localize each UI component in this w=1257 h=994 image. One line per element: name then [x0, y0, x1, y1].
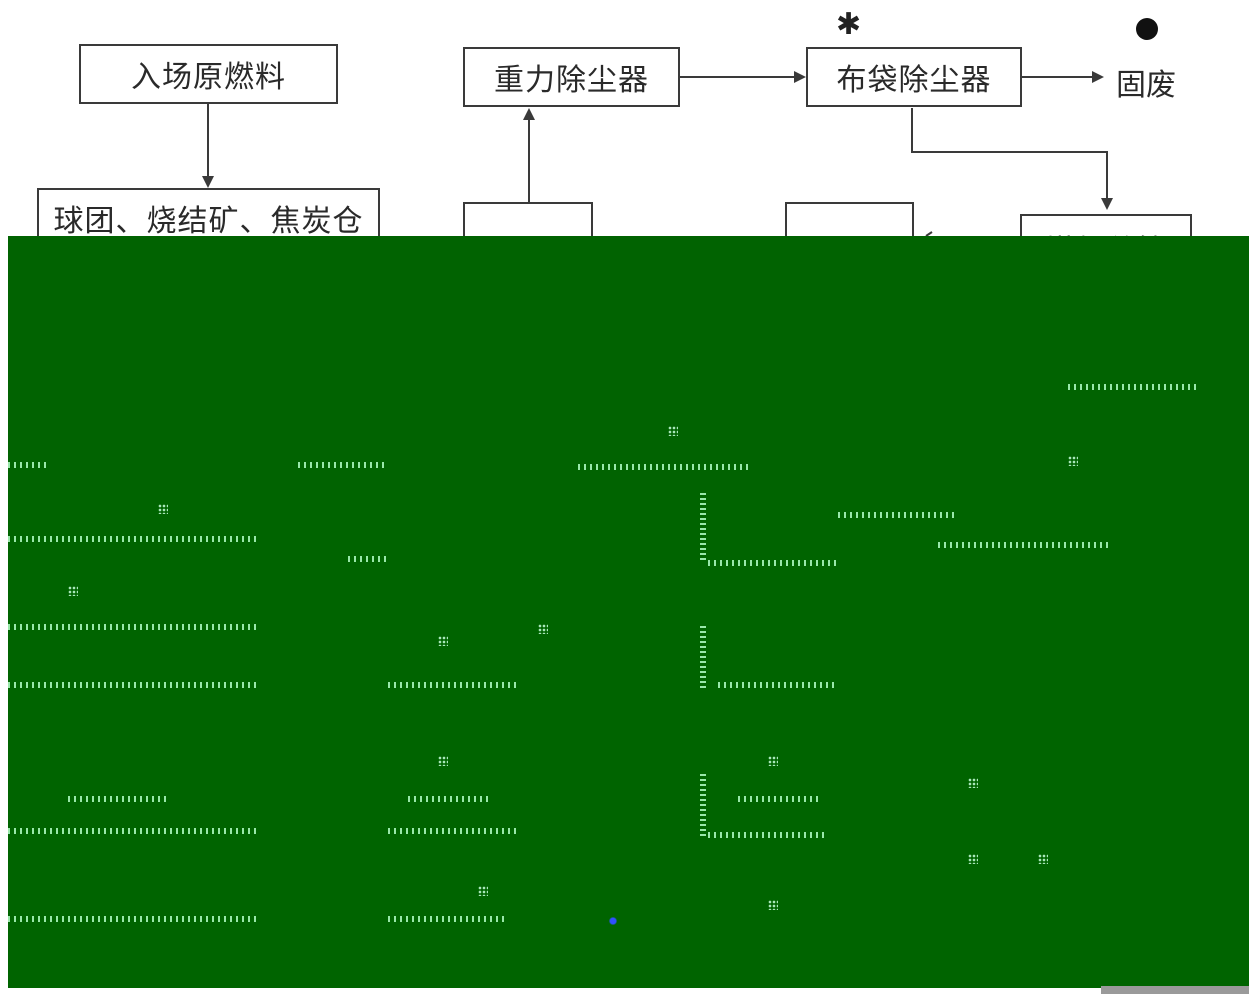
raw-fuel-box: 入场原燃料 — [79, 44, 338, 104]
overlay-band-top — [8, 236, 1249, 490]
noise — [158, 504, 168, 514]
noise — [768, 756, 778, 766]
noise — [608, 916, 618, 926]
noise — [708, 560, 838, 566]
noise — [478, 886, 488, 896]
noise — [700, 492, 706, 560]
noise — [738, 796, 818, 802]
overlay-band-bottom — [8, 490, 1249, 988]
noise — [438, 756, 448, 766]
bag-duster-box: 布袋除尘器 — [806, 47, 1022, 107]
raw-fuel-label: 入场原燃料 — [131, 60, 286, 95]
grey-corner-strip — [1101, 986, 1249, 994]
noise — [8, 536, 258, 542]
noise — [8, 462, 48, 468]
noise — [8, 682, 258, 688]
noise — [68, 796, 168, 802]
noise — [708, 832, 828, 838]
noise — [938, 542, 1108, 548]
noise — [388, 828, 518, 834]
noise — [1068, 384, 1198, 390]
noise — [438, 636, 448, 646]
solid-waste-label: 固废 — [1116, 68, 1176, 103]
noise — [538, 624, 548, 634]
noise — [298, 462, 388, 468]
noise — [388, 682, 518, 688]
noise — [388, 916, 508, 922]
noise — [700, 626, 706, 688]
noise — [968, 854, 978, 864]
bag-duster-label: 布袋除尘器 — [836, 63, 992, 98]
noise — [700, 772, 706, 836]
noise — [668, 426, 678, 436]
noise — [1038, 854, 1048, 864]
noise — [68, 586, 78, 596]
noise — [8, 916, 258, 922]
star-mark: ✱ — [836, 7, 862, 42]
noise — [578, 464, 748, 470]
gravity-duster-box: 重力除尘器 — [463, 47, 680, 107]
noise — [408, 796, 488, 802]
noise — [8, 828, 258, 834]
noise — [768, 900, 778, 910]
dot-mark — [1136, 18, 1158, 40]
noise — [1068, 456, 1078, 466]
small-tick — [925, 231, 933, 237]
arrow-bag-to-main — [911, 108, 1113, 210]
noise — [8, 624, 258, 630]
noise — [968, 778, 978, 788]
noise — [718, 682, 838, 688]
pellet-bin-label: 球团、烧结矿、焦炭仓 — [53, 204, 364, 239]
noise — [838, 512, 958, 518]
noise — [348, 556, 388, 562]
corrupted-overlay — [8, 236, 1249, 988]
gravity-duster-label: 重力除尘器 — [494, 63, 649, 98]
